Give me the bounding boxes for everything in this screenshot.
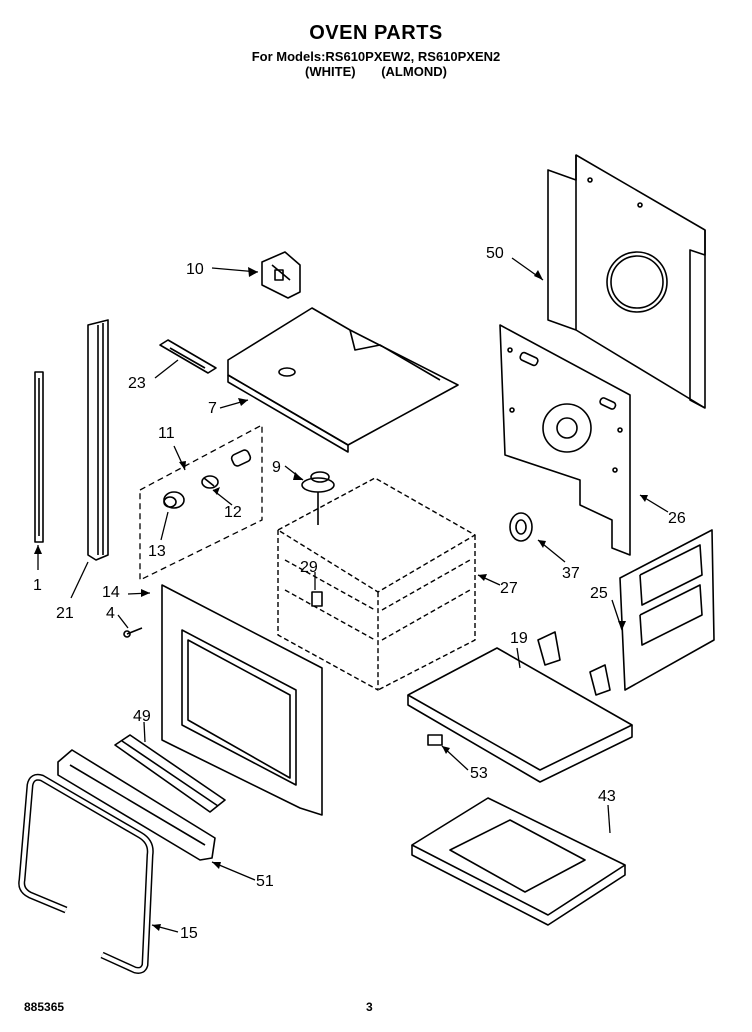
callout-27: 27 (500, 580, 518, 597)
part-11-switch (230, 449, 252, 467)
callout-23: 23 (128, 375, 146, 392)
callout-1: 1 (33, 577, 42, 594)
part-37-gasket (509, 512, 533, 542)
callout-25: 25 (590, 585, 608, 602)
part-12-knob (201, 475, 219, 489)
part-13-knob (163, 491, 185, 509)
part-4-screw (123, 627, 143, 638)
callout-49: 49 (133, 708, 151, 725)
part-1-strip (34, 371, 44, 543)
callout-53: 53 (470, 765, 488, 782)
part-23-bracket (159, 339, 217, 374)
part-25-side-panel (619, 529, 715, 691)
part-21-side-trim (87, 319, 109, 561)
part-27-oven-cavity (277, 477, 476, 691)
part-10-switch (261, 251, 301, 299)
part-43-tray (411, 797, 626, 926)
callout-51: 51 (256, 873, 274, 890)
callout-19: 19 (510, 630, 528, 647)
models-line: For Models:RS610PXEW2, RS610PXEN2 (251, 49, 501, 64)
callout-29: 29 (300, 559, 318, 576)
variant-almond: (ALMOND) (381, 64, 447, 79)
callout-26: 26 (668, 510, 686, 527)
part-15-door-gasket (18, 773, 154, 974)
page-title: OVEN PARTS (309, 22, 443, 44)
part-9-element (301, 471, 335, 525)
part-19-bottom-panel (407, 631, 633, 783)
callout-14: 14 (102, 584, 120, 601)
callout-15: 15 (180, 925, 198, 942)
callout-12: 12 (224, 504, 242, 521)
callout-37: 37 (562, 565, 580, 582)
part-53-clip (427, 734, 443, 746)
part-7-top-panel (227, 307, 459, 453)
callout-13: 13 (148, 543, 166, 560)
callout-9: 9 (272, 459, 281, 476)
part-26-shield (499, 324, 631, 556)
callout-43: 43 (598, 788, 616, 805)
part-50-rear-panel (547, 154, 706, 409)
callout-labels: 10 50 23 7 11 9 12 26 13 29 37 1 27 14 2… (33, 245, 686, 942)
callout-11: 11 (158, 425, 175, 442)
part-14-front-frame (161, 584, 323, 816)
callout-7: 7 (208, 400, 217, 417)
document-number: 885365 (24, 1000, 65, 1014)
page-number: 3 (366, 1000, 373, 1014)
part-29-component (311, 591, 323, 607)
part-11-group-outline (139, 424, 263, 581)
callout-10: 10 (186, 261, 204, 278)
part-49-strip (114, 734, 226, 813)
callout-21: 21 (56, 605, 74, 622)
callout-50: 50 (486, 245, 504, 262)
part-51-vent-trim (57, 749, 216, 861)
variant-white: (WHITE) (305, 64, 356, 79)
color-variants: (WHITE) (ALMOND) (0, 64, 752, 79)
callout-4: 4 (106, 605, 115, 622)
